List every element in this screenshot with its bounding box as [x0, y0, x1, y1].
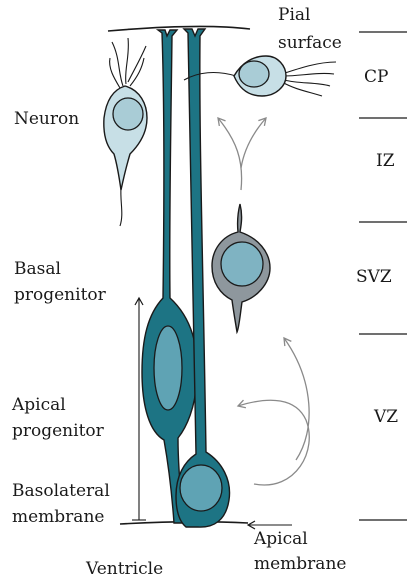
zone-label-vz: VZ [373, 407, 398, 427]
zone-label-svz: SVZ [356, 267, 392, 287]
zone-label-iz: IZ [376, 151, 395, 171]
label-basolateral-membrane-line2: membrane [12, 507, 104, 527]
basolateral-membrane-arrow [132, 298, 146, 520]
label-basal-progenitor-line1: Basal [14, 259, 61, 279]
neuron-cell-right [184, 56, 336, 96]
migration-arrows-vz [238, 338, 309, 485]
neuron-cell-left [104, 38, 147, 226]
label-apical-membrane-line1: Apical [253, 529, 308, 549]
label-pial-surface-line2: surface [278, 33, 342, 53]
zone-label-cp: CP [364, 67, 388, 87]
migration-arrows-iz [218, 118, 266, 190]
label-basal-progenitor-line2: progenitor [14, 285, 107, 305]
pial-surface-line [108, 26, 250, 31]
label-neuron: Neuron [14, 109, 79, 129]
basal-progenitor-cell [212, 204, 270, 332]
label-ventricle: Ventricle [85, 559, 163, 577]
label-pial-surface-line1: Pial [278, 5, 310, 25]
label-apical-membrane-line2: membrane [254, 554, 346, 574]
label-apical-progenitor-line2: progenitor [12, 421, 105, 441]
label-apical-progenitor-line1: Apical [11, 395, 66, 415]
label-basolateral-membrane-line1: Basolateral [12, 481, 110, 501]
